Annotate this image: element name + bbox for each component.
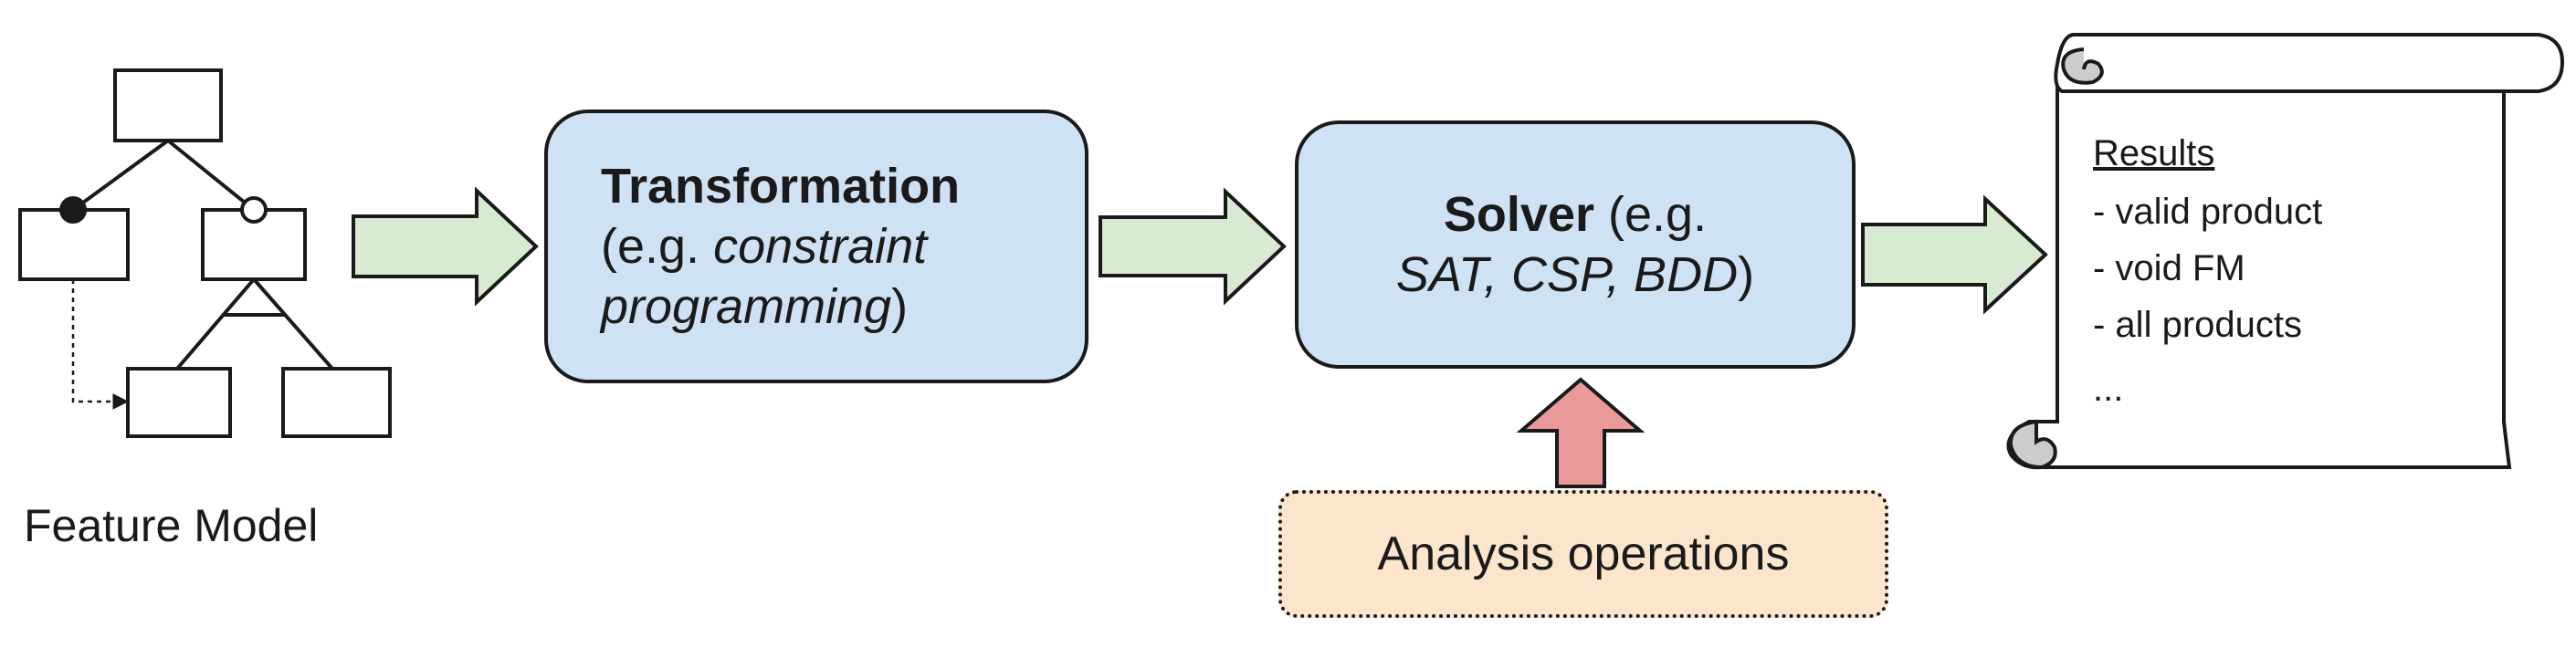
- transformation-box: Transformation (e.g. constraint programm…: [544, 110, 1088, 383]
- optional-marker-icon: [240, 196, 268, 224]
- transformation-example-1: constraint: [713, 219, 928, 274]
- child-feature-box-left: [126, 367, 232, 438]
- feature-model-label: Feature Model: [24, 500, 319, 551]
- group-edge-left: [175, 277, 256, 371]
- group-edge-right: [252, 277, 334, 371]
- tree-edge-right: [166, 139, 256, 212]
- scroll-body: [2006, 64, 2512, 470]
- solver-examples: SAT, CSP, BDD: [1395, 247, 1739, 302]
- transformation-title: Transformation: [601, 159, 961, 214]
- transformation-close-paren: ): [891, 279, 909, 334]
- solver-eg-prefix: (e.g.: [1594, 187, 1708, 242]
- transformation-eg-prefix: (e.g.: [601, 219, 714, 274]
- transformation-example-2: programming: [601, 279, 892, 334]
- arrow-transformation-to-solver: [1099, 187, 1287, 306]
- root-feature-box: [113, 68, 223, 142]
- arrow-operations-to-solver: [1516, 377, 1645, 488]
- results-item: - valid product: [2093, 192, 2323, 232]
- arrow-solver-to-results: [1861, 194, 2048, 315]
- results-item: - all products: [2093, 305, 2302, 345]
- scroll-top-roll: [2054, 33, 2565, 93]
- arrow-model-to-transformation: [352, 186, 539, 307]
- scroll-top-curl-icon: [2061, 47, 2104, 85]
- flow-arrows: [352, 186, 2048, 315]
- solver-box: Solver (e.g. SAT, CSP, BDD): [1295, 120, 1856, 369]
- child-feature-box-right: [281, 367, 392, 438]
- solver-close-paren: ): [1738, 247, 1755, 302]
- scroll-bottom-curl-icon: [2008, 419, 2057, 470]
- feature-model-tree: [18, 68, 392, 438]
- results-item: - void FM: [2093, 248, 2245, 288]
- analysis-operations-box: Analysis operations: [1278, 490, 1888, 618]
- results-title: Results: [2093, 133, 2215, 173]
- requires-dashed-arrow: [71, 279, 117, 403]
- solver-text: Solver (e.g. SAT, CSP, BDD): [1396, 184, 1754, 305]
- tree-edge-left: [71, 139, 170, 212]
- transformation-text: Transformation (e.g. constraint programm…: [601, 156, 960, 337]
- analysis-operations-label: Analysis operations: [1377, 527, 1790, 580]
- requires-arrow-head-icon: [112, 393, 130, 410]
- mandatory-marker-icon: [59, 196, 87, 224]
- results-scroll: [2006, 33, 2565, 470]
- results-item: ...: [2093, 369, 2124, 409]
- solver-title: Solver: [1443, 187, 1594, 242]
